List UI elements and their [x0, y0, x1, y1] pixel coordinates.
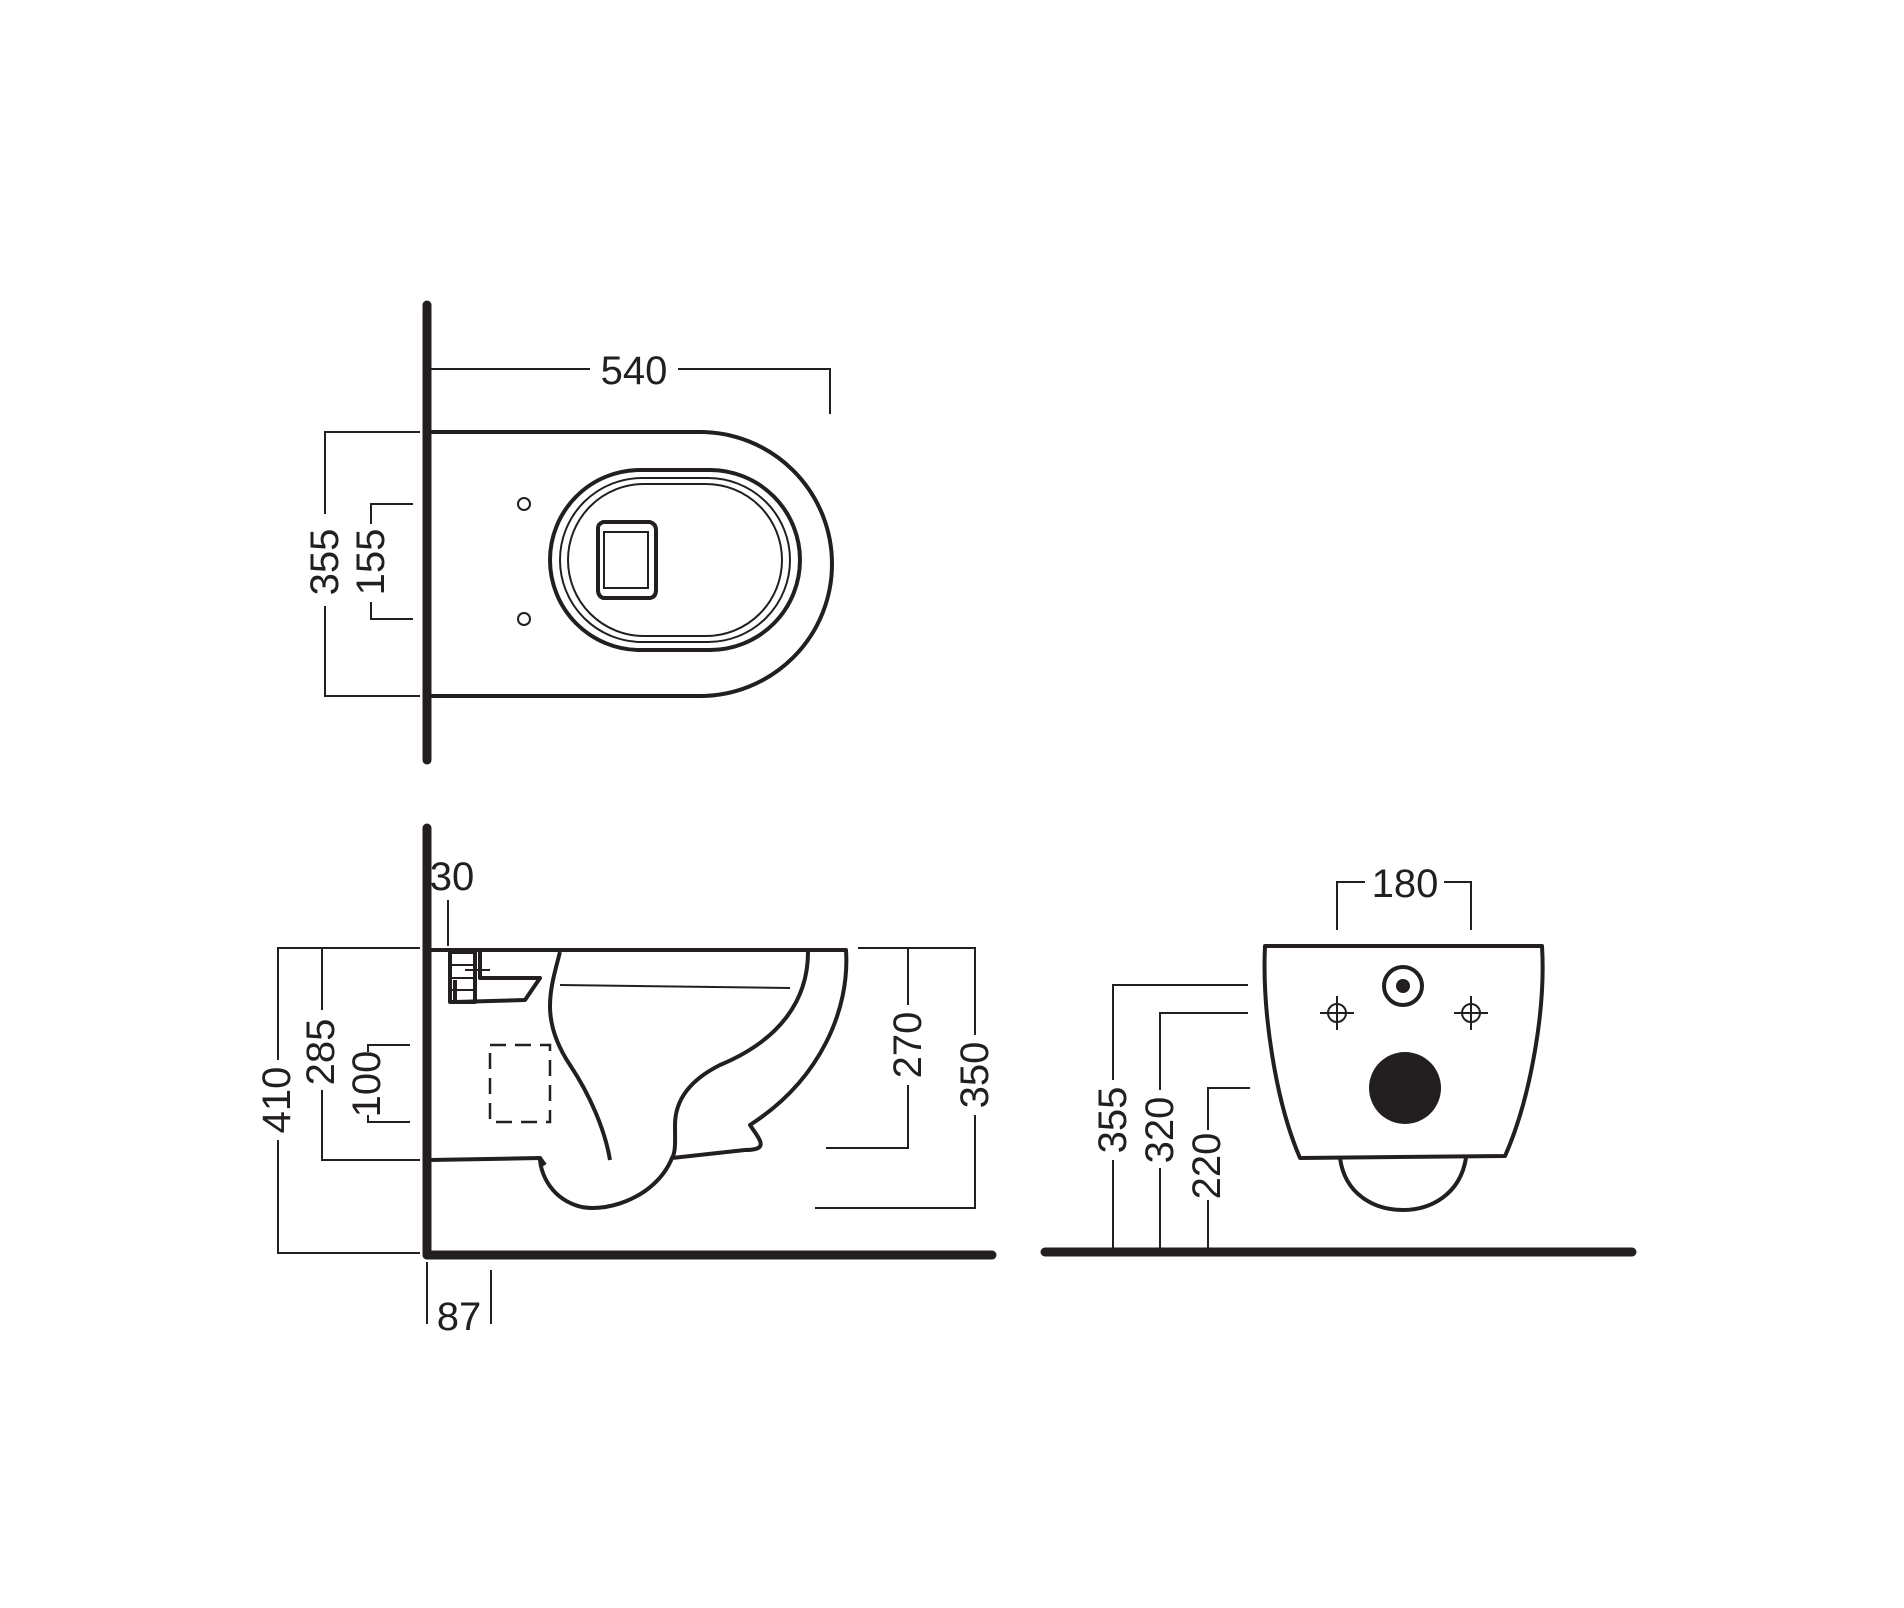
dim-100-line: [367, 1044, 410, 1123]
dim-285-line: [321, 947, 420, 1161]
dim-355-top-label: 355: [303, 529, 347, 596]
top-view-seat-inner-ring: [559, 477, 791, 643]
dim-220-line: [1207, 1087, 1250, 1252]
side-view-bowl-base: [538, 1156, 547, 1167]
back-view-flush-inlet-ring: [1382, 965, 1424, 1007]
dim-155-label: 155: [349, 529, 393, 596]
side-view-rim-line: [559, 984, 791, 989]
top-view-bowl-outline: [430, 430, 834, 698]
dim-540-label: 540: [601, 349, 668, 393]
dim-410-label: 410: [255, 1067, 299, 1134]
back-view-bolt-right: [1454, 996, 1488, 1030]
dim-180-line: [1336, 881, 1472, 930]
dim-270-label: 270: [886, 1012, 930, 1079]
back-view-flush-inlet-core: [1396, 979, 1410, 993]
dim-30-label: 30: [430, 855, 475, 899]
top-view-flush-outlet: [596, 520, 658, 600]
dim-350-line: [815, 947, 976, 1209]
top-view-seat-inner-ring-2: [567, 483, 783, 637]
dim-220-label: 220: [1185, 1133, 1229, 1200]
top-view-seat-outer-ring: [548, 468, 802, 652]
dim-100-label: 100: [345, 1051, 389, 1118]
side-view: 30 410 285 100 270 350 87: [255, 823, 997, 1339]
side-view-trap-outline: [548, 951, 612, 1161]
top-view-flush-outlet-inner: [603, 531, 649, 589]
side-view-bowl-outline: [429, 948, 849, 1210]
dim-355-back-line: [1112, 984, 1248, 1252]
dim-87-label: 87: [437, 1295, 482, 1339]
side-view-waste-pipe-dashed: [488, 1043, 552, 1124]
back-view-waste-outlet: [1369, 1052, 1441, 1124]
dim-355-back-label: 355: [1091, 1087, 1135, 1154]
dim-540-line: [430, 368, 831, 414]
back-view-body-outline: [1262, 944, 1545, 1160]
top-view-fixing-hole-upper: [517, 497, 531, 511]
dim-87-line: [426, 1262, 492, 1324]
back-view-bolt-left: [1320, 996, 1354, 1030]
dim-320-label: 320: [1138, 1097, 1182, 1164]
dim-155-line: [370, 503, 413, 620]
back-view: 180 355 320 220: [1040, 862, 1637, 1257]
top-view-fixing-hole-lower: [517, 612, 531, 626]
dim-320-line: [1159, 1012, 1248, 1252]
dim-350-label: 350: [953, 1042, 997, 1109]
side-view-trap-inner: [670, 951, 810, 1160]
back-view-trap-curve: [1338, 1157, 1468, 1212]
dim-355-top-line: [324, 431, 420, 697]
side-view-rim: [453, 952, 542, 1004]
dim-180-label: 180: [1372, 862, 1439, 906]
top-view: 540 355 155: [303, 300, 834, 765]
dim-285-label: 285: [299, 1019, 343, 1086]
